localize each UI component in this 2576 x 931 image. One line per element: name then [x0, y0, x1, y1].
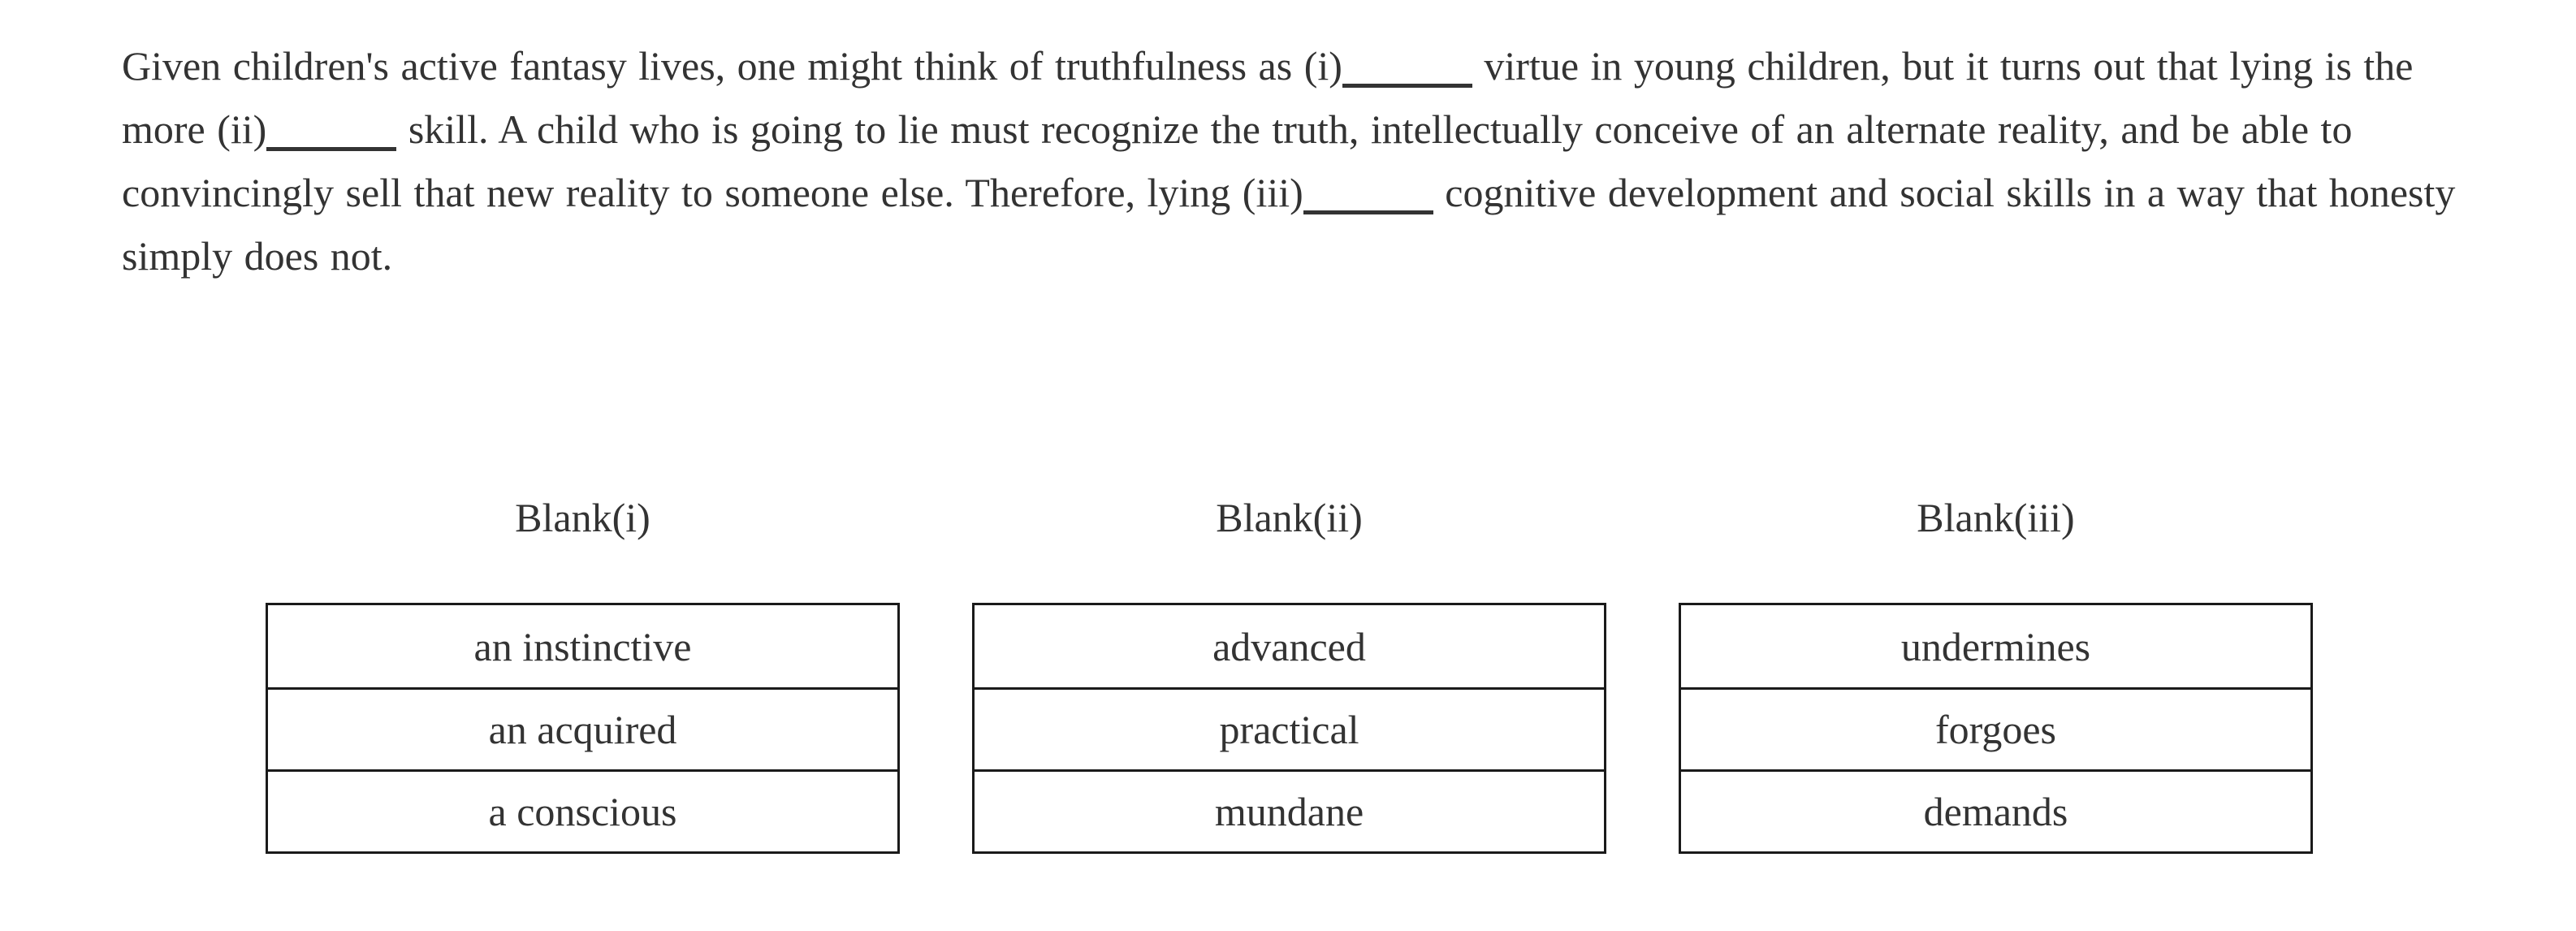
option-cell[interactable]: demands: [1681, 769, 2310, 851]
blank-number-label: (i): [1303, 43, 1342, 89]
question-passage: Given children's active fantasy lives, o…: [122, 34, 2505, 288]
passage-text: virtue in young children, but it turns o…: [122, 43, 2414, 152]
option-cell[interactable]: undermines: [1900, 623, 2091, 669]
option-cell[interactable]: advanced: [1212, 623, 1366, 669]
blank-column-label: Blank(iii): [1917, 495, 2075, 540]
blank-placeholder: (iii): [1243, 170, 1433, 215]
passage-text: Given children's active fantasy lives, o…: [122, 43, 1304, 89]
option-cell[interactable]: an instinctive: [473, 623, 692, 669]
blank-underline: [1303, 210, 1433, 214]
passage-text: skill. A child who is going to lie must …: [122, 106, 2353, 215]
blank-column-label: Blank(ii): [1216, 495, 1363, 540]
option-cell[interactable]: a conscious: [268, 769, 897, 851]
blank-underline: [1342, 84, 1472, 88]
blank-number-label: (iii): [1242, 170, 1303, 215]
blank-number-label: (ii): [217, 106, 267, 152]
option-cell[interactable]: an acquired: [268, 687, 897, 769]
blank-placeholder: (i): [1304, 43, 1472, 89]
blank-placeholder: (ii): [217, 106, 397, 152]
blank-underline: [266, 147, 397, 151]
option-cell[interactable]: forgoes: [1681, 687, 2310, 769]
passage-text: cognitive development and social skills …: [122, 170, 2456, 279]
blank-column-label: Blank(i): [515, 495, 650, 540]
option-cell[interactable]: practical: [975, 687, 1604, 769]
option-cell[interactable]: mundane: [975, 769, 1604, 851]
